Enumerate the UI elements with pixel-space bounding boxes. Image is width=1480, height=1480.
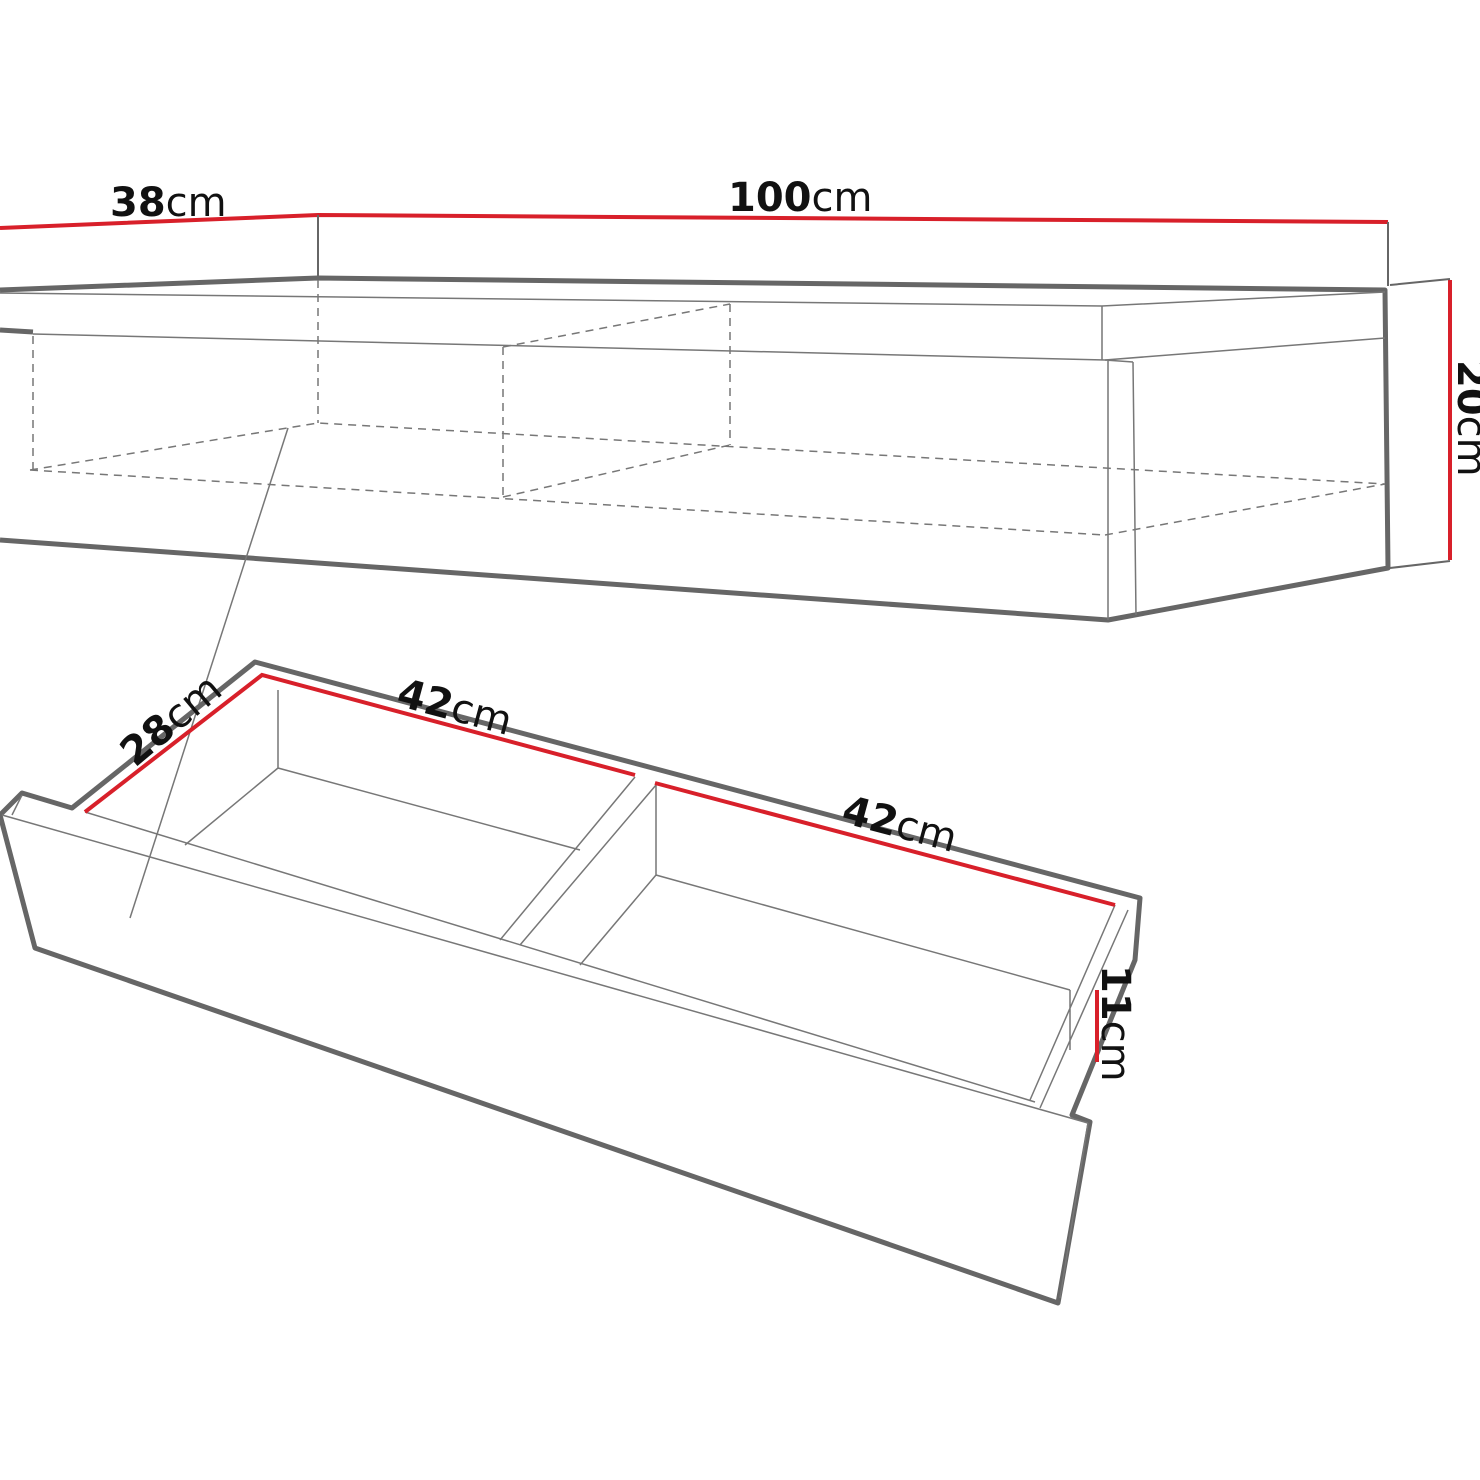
cabinet-depth-label: 38cm [110, 180, 227, 226]
drawer-height-value: 11 [1092, 965, 1138, 1021]
cabinet-height-unit: cm [1448, 416, 1480, 477]
cabinet-height-label: 20cm [1448, 360, 1480, 477]
drawer-drawing: 28cm 42cm 42cm 11cm [0, 659, 1143, 1306]
drawer-height-label: 11cm [1092, 965, 1138, 1082]
leader-line [129, 427, 289, 919]
cabinet-depth-unit: cm [166, 180, 227, 226]
drawer-compartment-left-label: 42cm [392, 670, 517, 745]
cabinet-height-value: 20 [1448, 360, 1480, 416]
drawer-compartment-right-label: 42cm [837, 787, 962, 862]
cabinet-outline [0, 275, 1391, 623]
drawer-box-lines [84, 690, 1129, 1109]
drawer-height-unit: cm [1092, 1021, 1138, 1082]
extension-lines-height [1389, 278, 1451, 569]
cabinet-depth-value: 38 [110, 180, 166, 226]
cabinet-front-top-edge [32, 333, 1386, 361]
drawer-depth-label: 28cm [112, 665, 231, 775]
dimension-line-drawer-right [654, 781, 1116, 907]
cabinet-opening-notch [0, 327, 34, 335]
cabinet-width-value: 100 [728, 175, 812, 221]
drawer-outline [0, 659, 1143, 1306]
dimension-line-drawer-depth-left [83, 672, 636, 814]
cabinet-drawing: 38cm 100cm 20cm [0, 175, 1480, 623]
cabinet-edges [1101, 306, 1137, 620]
cabinet-hidden-lines [29, 280, 1386, 536]
drawer-front-top [1, 794, 1089, 1124]
drawer-compartment-left-unit: cm [446, 685, 517, 745]
extension-lines-top [317, 215, 1389, 286]
cabinet-width-label: 100cm [728, 175, 872, 221]
cabinet-width-unit: cm [812, 175, 873, 221]
drawer-compartment-right-unit: cm [891, 802, 962, 862]
cabinet-top-front-edge [0, 291, 1386, 307]
drawer-front-inner-edge [1059, 1122, 1089, 1299]
